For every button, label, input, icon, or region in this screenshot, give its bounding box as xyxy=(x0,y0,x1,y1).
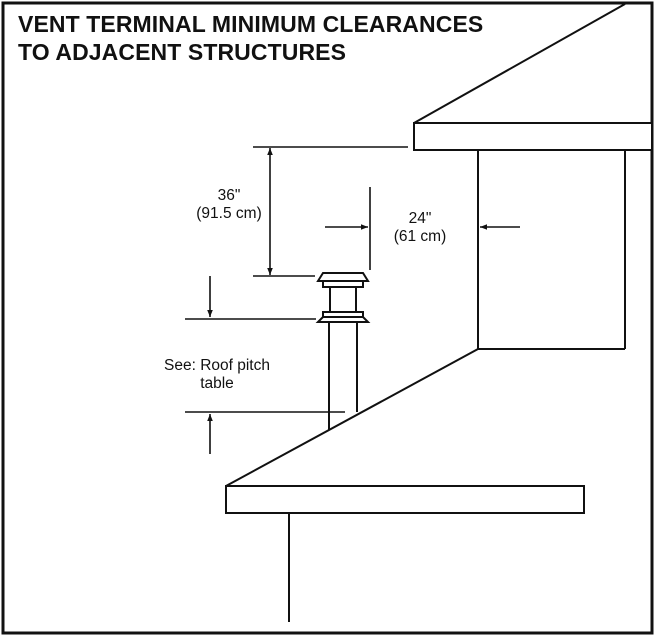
upper-roof-slope xyxy=(413,3,626,124)
horizontal-clearance-imperial: 24" xyxy=(408,210,432,227)
horizontal-clearance-label: 24" (61 cm) xyxy=(380,210,460,246)
title-line-1: VENT TERMINAL MINIMUM CLEARANCES xyxy=(18,11,484,37)
vertical-clearance-label: 36" (91.5 cm) xyxy=(186,187,272,223)
vent-terminal xyxy=(315,272,371,323)
vertical-clearance-metric: (91.5 cm) xyxy=(196,205,262,222)
diagram-title: VENT TERMINAL MINIMUM CLEARANCES TO ADJA… xyxy=(18,10,483,66)
lower-roof-slope xyxy=(225,348,479,487)
lower-roof-eave xyxy=(225,485,585,514)
roof-pitch-note: See: Roof pitch table xyxy=(142,357,292,393)
upper-roof-eave xyxy=(413,122,653,151)
vertical-clearance-imperial: 36" xyxy=(217,187,241,204)
horizontal-clearance-metric: (61 cm) xyxy=(393,228,447,245)
roof-pitch-note-line-2: table xyxy=(200,375,234,392)
roof-pitch-note-line-1: See: Roof pitch xyxy=(164,357,270,374)
title-line-2: TO ADJACENT STRUCTURES xyxy=(18,39,347,65)
